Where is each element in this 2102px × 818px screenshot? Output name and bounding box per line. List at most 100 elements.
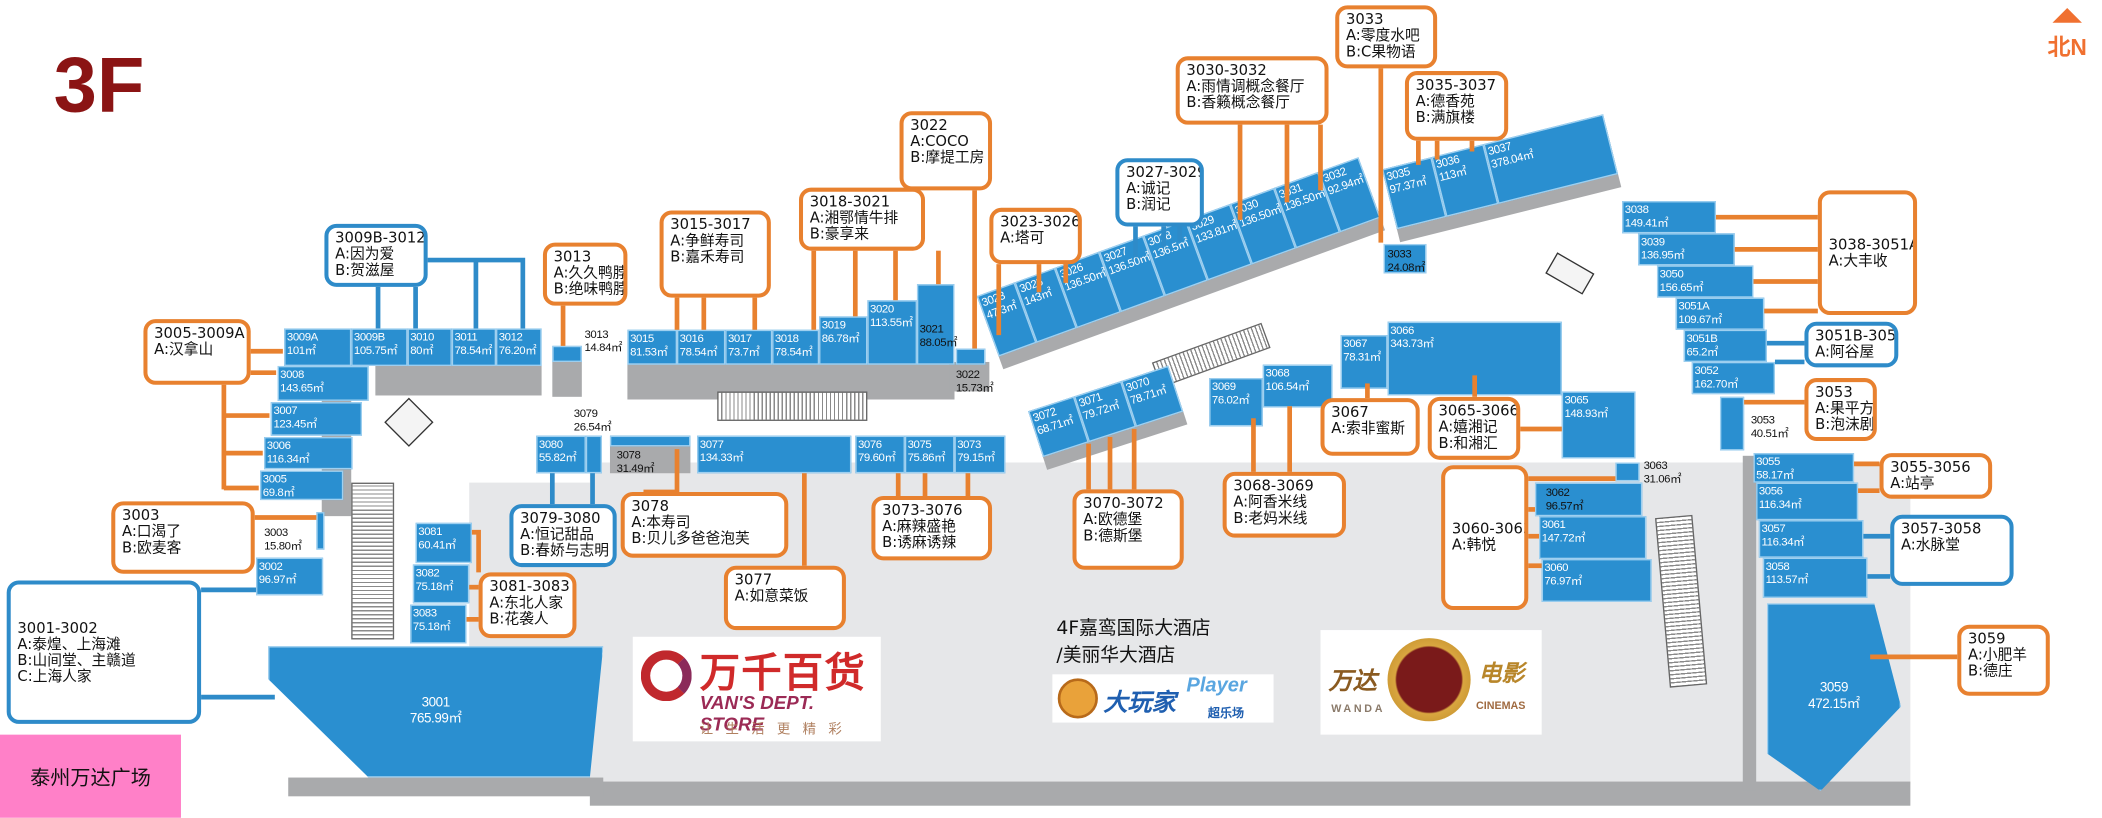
north-arrow-icon — [2052, 8, 2082, 23]
shop-unit-3022[interactable] — [955, 348, 986, 365]
vans-dept-store-logo[interactable]: 万千百货 VAN'S DEPT. STORE 让 生 活 更 精 彩 — [632, 636, 881, 742]
unit-number: 3062 — [1545, 485, 1570, 499]
unit-area: 162.70㎡ — [1694, 376, 1739, 391]
shop-unit-3021[interactable] — [916, 284, 955, 365]
shop-unit-3063[interactable] — [1615, 462, 1640, 482]
connector-line — [427, 257, 526, 329]
shop-unit-3078[interactable] — [609, 435, 691, 447]
callout-tenant: A:湘鄂情牛排 — [809, 209, 899, 227]
shop-unit-3003[interactable] — [316, 512, 325, 550]
shop-unit-3062[interactable] — [1534, 482, 1643, 517]
unit-area: 78.54㎡ — [774, 344, 813, 358]
unit-area: 65.2㎡ — [1686, 344, 1719, 358]
shop-unit-3053[interactable] — [1719, 396, 1745, 451]
shop-unit-3079[interactable] — [585, 435, 602, 474]
cinema-name-en: CINEMAS — [1476, 699, 1526, 712]
unit-area: 76.97㎡ — [1544, 573, 1582, 588]
shop-unit-3013[interactable] — [552, 345, 582, 362]
shop-unit-3033[interactable] — [1383, 243, 1427, 274]
elevator-west — [384, 397, 434, 447]
player-logo[interactable]: 大玩家 Player 超乐场 — [1052, 674, 1274, 723]
mall-name: 泰州万达广场 — [30, 764, 151, 789]
callout-tenant: C:上海人家 — [17, 666, 92, 685]
unit-area: 156.65㎡ — [1659, 280, 1704, 294]
unit-area: 55.82㎡ — [538, 450, 577, 464]
callout-tenant: A:汉拿山 — [154, 340, 214, 358]
callout-tenant: A:如意菜饭 — [734, 587, 809, 605]
wanda-cinemas-logo[interactable]: 万达 WANDA 电影 CINEMAS — [1320, 630, 1542, 735]
